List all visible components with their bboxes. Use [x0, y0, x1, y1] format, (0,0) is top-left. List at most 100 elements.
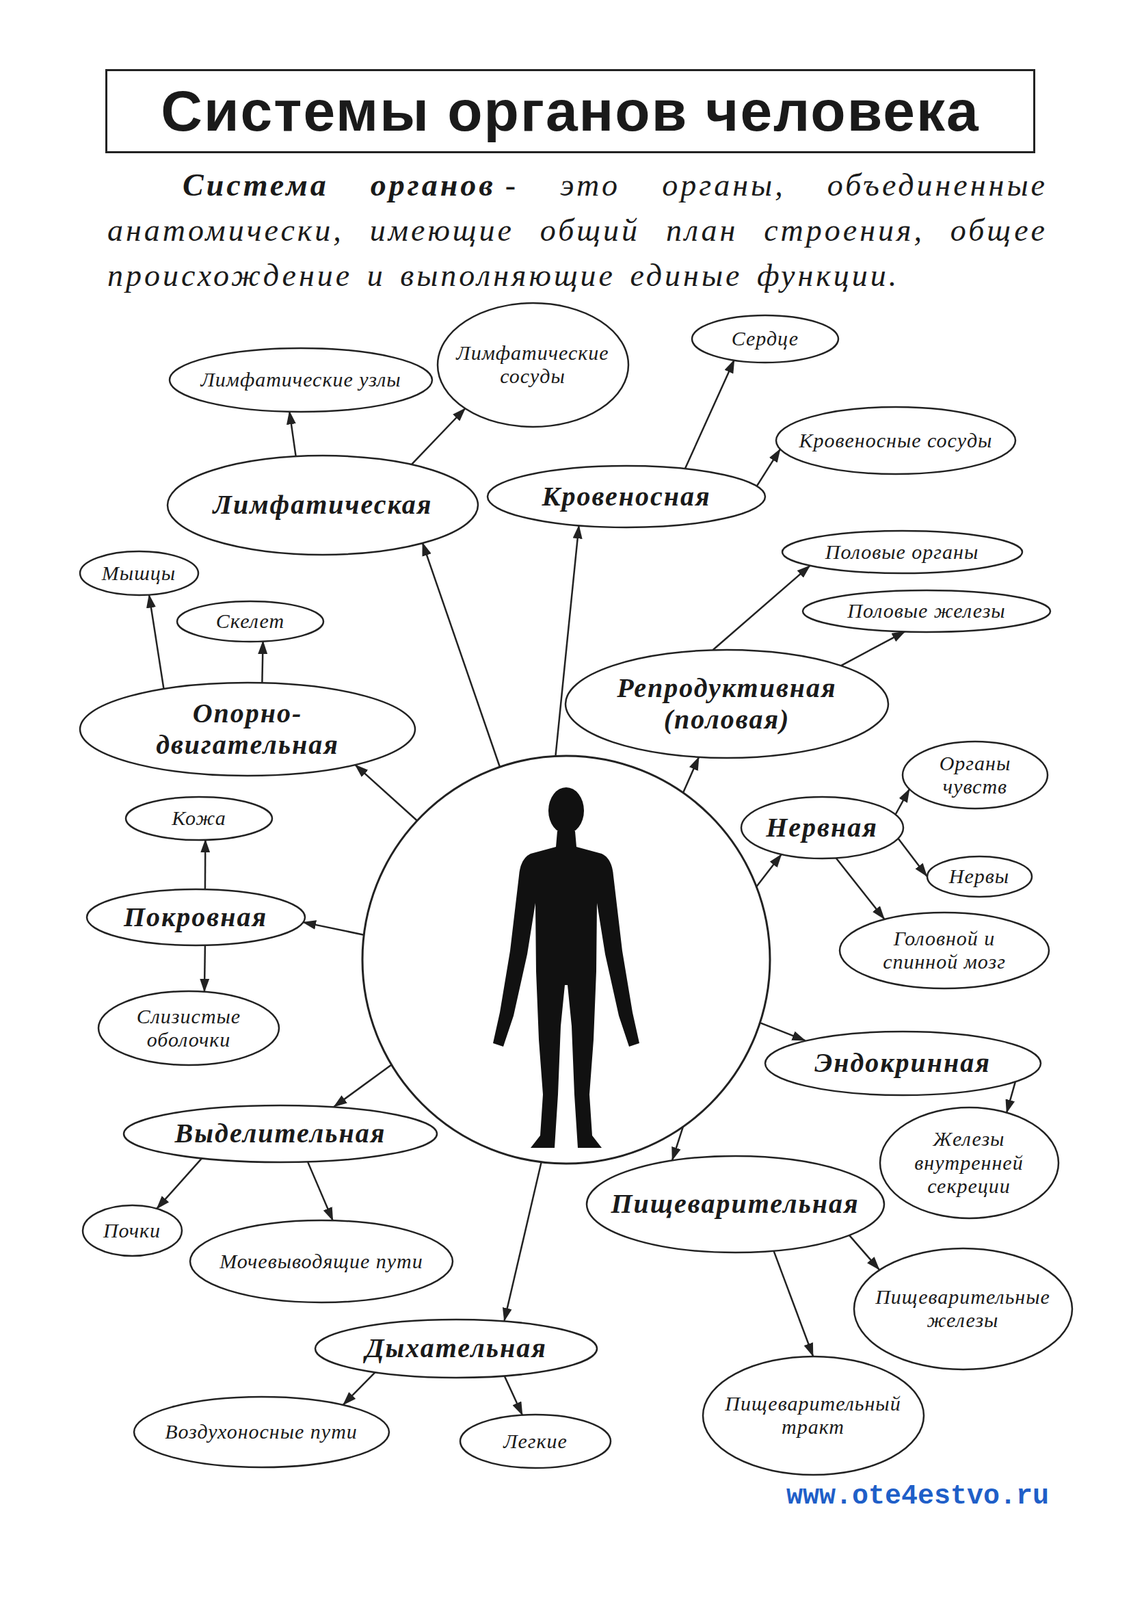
organ-name: Железы внутренней секреции — [895, 1126, 1043, 1199]
connector-arrow — [307, 1161, 334, 1220]
connector-arrow — [756, 449, 781, 487]
spoke-arrow — [354, 764, 418, 821]
spoke-arrow — [422, 542, 500, 768]
ellipse-shape — [902, 741, 1048, 809]
organ-name: Слизистые оболочки — [113, 1004, 264, 1052]
organ-ellipse: Пищеварительные железы — [852, 1246, 1074, 1371]
spoke-arrow — [302, 921, 364, 935]
system-name: Опорно-двигательная — [108, 697, 386, 761]
connector-arrow — [685, 359, 735, 469]
connector-arrow — [203, 945, 206, 992]
ellipse-shape — [586, 1155, 885, 1253]
organ-ellipse: Органы чувств — [901, 739, 1049, 810]
ellipse-shape — [692, 315, 839, 363]
spoke-arrow — [683, 756, 699, 793]
ellipse-shape — [80, 551, 199, 595]
connector-arrow — [261, 640, 263, 683]
ellipse-shape — [776, 406, 1016, 474]
ellipse-shape — [880, 1107, 1059, 1218]
ellipse-shape — [123, 1105, 437, 1162]
ellipse-shape — [460, 1414, 611, 1468]
spoke-arrow — [333, 1063, 392, 1107]
system-ellipse: Эндокринная — [763, 1029, 1043, 1097]
connector-arrow — [849, 1234, 880, 1270]
organ-ellipse: Воздухоносные пути — [132, 1394, 391, 1469]
organ-ellipse: Слизистые оболочки — [97, 989, 281, 1067]
ellipse-shape — [98, 990, 279, 1065]
title-box: Системы органов человека — [105, 69, 1036, 154]
organ-ellipse: Легкие — [458, 1412, 612, 1469]
system-name: Покровная — [123, 901, 268, 933]
organ-ellipse: Половые железы — [801, 588, 1052, 634]
ellipse-shape — [169, 348, 433, 412]
ellipse-shape — [86, 888, 305, 946]
definition-paragraph: Система органов- это органы, объединенны… — [107, 162, 1048, 299]
organ-name: Кровеносные сосуды — [799, 428, 993, 453]
system-ellipse: Нервная — [739, 795, 905, 860]
ellipse-shape — [125, 796, 273, 840]
connector-arrow — [204, 839, 207, 889]
organ-name: Пищеварительный тракт — [724, 1391, 902, 1439]
organ-name: Почки — [103, 1218, 161, 1243]
organ-name: Половые железы — [847, 599, 1006, 623]
ellipse-shape — [167, 455, 478, 555]
system-name: Дыхательная — [365, 1332, 548, 1364]
system-ellipse: Выделительная — [122, 1103, 439, 1164]
ellipse-shape — [839, 912, 1049, 989]
connector-arrow — [773, 1249, 814, 1356]
organ-ellipse: Кожа — [124, 795, 274, 842]
organ-name: Мышцы — [101, 561, 176, 586]
ellipse-shape — [765, 1031, 1041, 1095]
ellipse-shape — [190, 1219, 453, 1302]
ellipse-shape — [741, 796, 904, 859]
organ-name: Головной и спинной мозг — [857, 926, 1032, 974]
watermark: www.ote4estvo.ru — [786, 1480, 1049, 1512]
connector-arrow — [1006, 1081, 1016, 1113]
system-name: Пищеварительная — [610, 1187, 859, 1220]
organ-ellipse: Лимфатические узлы — [168, 346, 434, 414]
human-silhouette — [493, 830, 640, 1148]
connector-arrow — [289, 410, 296, 456]
organ-ellipse: Головной и спинной мозг — [838, 910, 1051, 990]
ellipse-shape — [80, 682, 416, 776]
system-name: Лимфатическая — [213, 488, 433, 521]
organ-name: Легкие — [503, 1429, 568, 1454]
ellipse-shape — [177, 601, 324, 642]
organ-ellipse: Пищеварительный тракт — [701, 1354, 926, 1476]
organ-ellipse: Железы внутренней секреции — [878, 1105, 1060, 1220]
ellipse-shape — [437, 302, 629, 427]
connector-arrow — [503, 1375, 522, 1415]
connector-arrow — [411, 408, 465, 465]
organ-ellipse: Почки — [81, 1203, 184, 1257]
organ-name: Кожа — [171, 806, 227, 831]
ellipse-shape — [82, 1204, 182, 1256]
ellipse-shape — [854, 1247, 1073, 1369]
spoke-arrow — [672, 1126, 684, 1160]
system-ellipse: Кровеносная — [486, 464, 767, 529]
connector-arrow — [841, 631, 906, 666]
organ-name: Скелет — [216, 609, 285, 634]
ellipse-shape — [565, 649, 889, 758]
ellipse-shape — [782, 530, 1023, 574]
system-name: Эндокринная — [814, 1046, 991, 1079]
organ-ellipse: Кровеносные сосуды — [774, 405, 1017, 476]
system-ellipse: Репродуктивная (половая) — [564, 648, 890, 760]
spoke-arrow — [503, 1161, 541, 1321]
organ-ellipse: Скелет — [175, 599, 325, 643]
organ-name: Пищеварительные железы — [874, 1284, 1051, 1333]
connector-arrow — [149, 594, 164, 690]
organ-name: Мочевыводящие пути — [219, 1249, 424, 1274]
ellipse-shape — [315, 1319, 597, 1378]
connector-arrow — [895, 789, 910, 815]
connector-arrow — [343, 1371, 376, 1405]
system-name: Репродуктивная (половая) — [603, 672, 850, 736]
body-circle — [362, 755, 770, 1164]
diagram-title: Системы органов человека — [160, 77, 980, 145]
ellipse-shape — [702, 1355, 924, 1475]
connector-arrow — [712, 565, 810, 650]
organ-ellipse: Лимфатические сосуды — [436, 301, 630, 429]
connector-arrow — [897, 837, 927, 876]
organ-ellipse: Сердце — [690, 313, 840, 364]
organ-ellipse: Половые органы — [780, 529, 1024, 575]
